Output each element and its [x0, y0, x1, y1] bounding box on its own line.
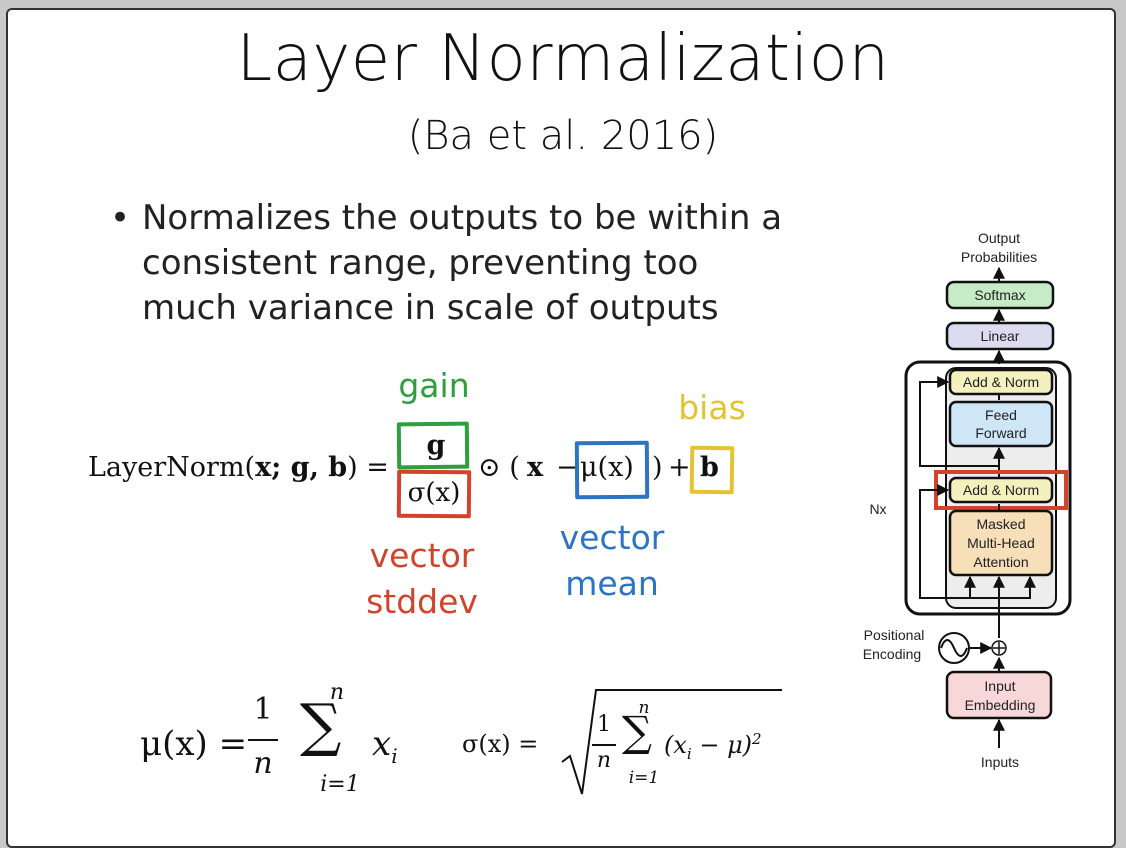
formula-comma: ,: [309, 452, 329, 483]
std-sum-icon: ∑: [622, 707, 652, 756]
mean-frac-num: 1: [253, 692, 273, 727]
residual-connection-bottom: [919, 484, 999, 599]
formula-plus: +: [668, 452, 691, 483]
mean-sum-lower: i=1: [320, 772, 360, 797]
transformer-diagram: Output Probabilities Softmax Linear Add …: [863, 230, 1072, 770]
input-embedding-label-line1: Input: [984, 678, 1015, 694]
std-term-x: (x: [664, 731, 687, 759]
feed-forward-block: [948, 400, 1054, 448]
add-norm-top-label: Add & Norm: [963, 374, 1039, 390]
std-sum-upper: n: [638, 698, 650, 718]
nx-container: [904, 360, 1072, 616]
std-term-sub: i: [686, 744, 692, 763]
std-lhs: σ(x) =: [462, 730, 539, 758]
feed-forward-label-line2: Forward: [975, 425, 1026, 441]
positional-encoding-label-line2: Encoding: [863, 646, 921, 662]
positional-encoding-label-line1: Positional: [864, 627, 925, 643]
std-frac-num: 1: [597, 712, 611, 737]
masked-attention-block: [948, 509, 1054, 577]
mean-lhs: μ(x) =: [140, 724, 248, 764]
formula-g: g: [290, 452, 310, 483]
mean-term-sub: i: [391, 743, 398, 768]
bullet-text: Normalizes the outputs to be within a co…: [142, 198, 783, 328]
formula-x2: x: [527, 452, 544, 483]
masked-attention-label-line2: Multi-Head: [967, 535, 1035, 551]
slide-frame: [6, 8, 1116, 848]
arrow-to-attention-left: [964, 575, 999, 599]
std-frac-den: n: [596, 748, 612, 773]
mean-label-line2: mean: [565, 564, 659, 603]
add-norm-bottom-block: [948, 476, 1054, 504]
inputs-label: Inputs: [981, 754, 1019, 770]
formula-minus: −: [556, 452, 579, 483]
mean-box: [574, 440, 650, 500]
std-term-sup: 2: [752, 730, 762, 748]
mean-term-x: x: [372, 724, 392, 764]
gain-box: [396, 421, 470, 470]
formula-x: x: [255, 452, 272, 483]
sum-icon: ∑: [300, 691, 342, 759]
residual-connection-top: [919, 376, 999, 467]
sqrt-icon: [561, 689, 782, 795]
formula-lhs: LayerNorm(x; g, b) =: [88, 452, 389, 483]
slide-subtitle: (Ba et al. 2016): [407, 113, 719, 159]
formula-lhs-text: LayerNorm(: [88, 452, 256, 483]
output-label-line2: Probabilities: [961, 249, 1037, 265]
formula-mu: μ(x): [580, 452, 634, 483]
gain-label: gain: [398, 366, 470, 405]
std-term: (xi − μ)2: [664, 730, 762, 763]
output-label-line1: Output: [978, 230, 1020, 246]
formula-odot: ⊙ (: [478, 452, 520, 483]
sine-wave-path: [940, 639, 968, 657]
softmax-block: [945, 280, 1055, 310]
bias-box: [689, 445, 735, 495]
slide-title: Layer Normalization: [236, 22, 890, 96]
masked-attention-label-line1: Masked: [976, 516, 1025, 532]
input-embedding-block: [945, 670, 1053, 720]
add-norm-bottom-label: Add & Norm: [963, 482, 1039, 498]
feed-forward-label-line1: Feed: [985, 407, 1017, 423]
fraction-numerator: g: [426, 430, 446, 461]
formula-close: ): [652, 452, 663, 483]
formula-close-eq: ) =: [347, 452, 389, 483]
mean-term: xi: [372, 724, 398, 768]
formula-b: b: [328, 452, 348, 483]
bias-label: bias: [678, 388, 746, 427]
stddev-label-line2: stddev: [366, 582, 478, 621]
arrow-to-attention-right: [999, 575, 1036, 599]
linear-block: [945, 321, 1055, 351]
formula-semicolon: ;: [271, 452, 291, 483]
linear-label: Linear: [981, 328, 1020, 344]
input-embedding-label-line2: Embedding: [965, 697, 1036, 713]
mean-sum-upper: n: [329, 680, 345, 705]
std-frac-bar: [592, 744, 616, 746]
fraction-bar: [398, 471, 468, 473]
add-norm-top-block: [948, 368, 1054, 396]
nx-label: Nx: [869, 501, 886, 517]
mean-frac-den: n: [253, 746, 273, 781]
std-term-rest: − μ): [691, 731, 753, 759]
stddev-label-line1: vector: [369, 536, 475, 575]
stddev-box: [396, 469, 472, 519]
softmax-label: Softmax: [974, 287, 1025, 303]
mean-label-line1: vector: [559, 518, 665, 557]
std-sum-lower: i=1: [628, 768, 660, 788]
masked-attention-label-line3: Attention: [973, 554, 1028, 570]
mean-frac-bar: [248, 739, 278, 741]
formula-bias-b: b: [700, 452, 719, 483]
bullet-marker: •: [110, 198, 131, 238]
fraction-denominator: σ(x): [407, 478, 461, 508]
